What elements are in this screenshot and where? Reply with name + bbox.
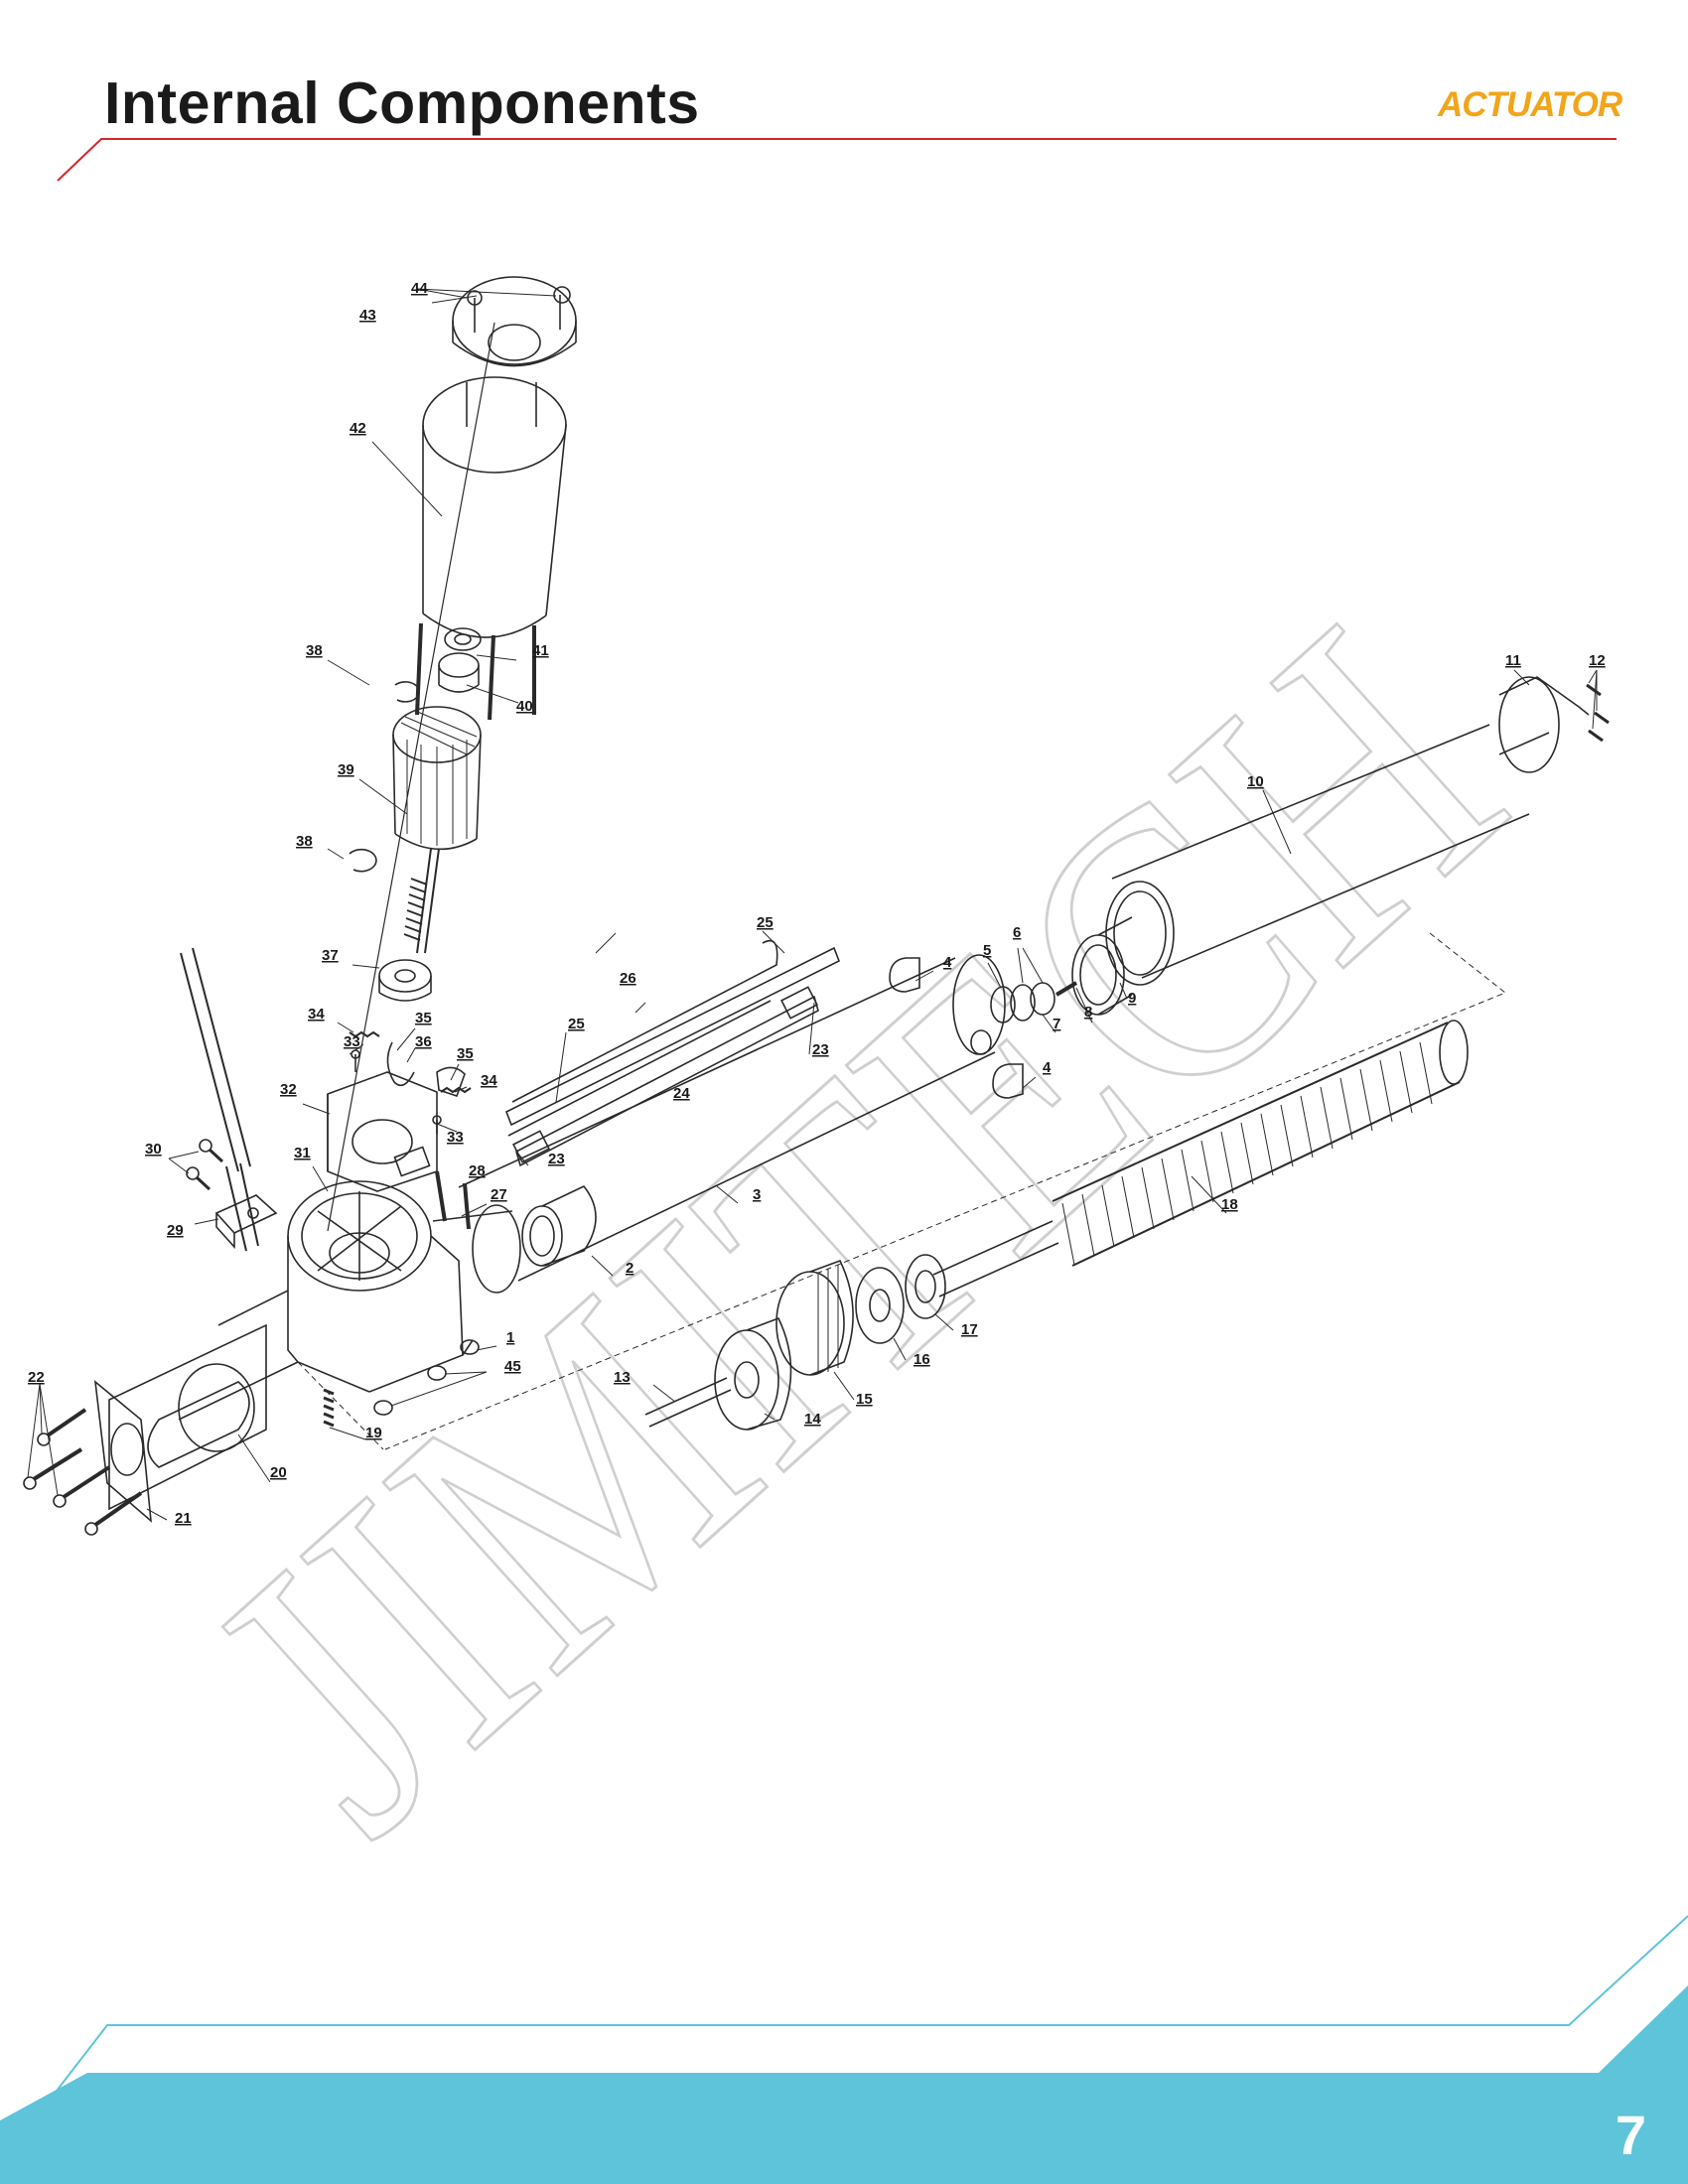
lead-screw-assembly	[644, 1020, 1469, 1431]
callout-10: 10	[1247, 773, 1264, 790]
callout-39: 39	[338, 761, 354, 778]
callout-17: 17	[961, 1321, 978, 1338]
callout-35: 35	[415, 1010, 432, 1026]
callout-18: 18	[1221, 1196, 1238, 1213]
callout-4b: 4	[1043, 1059, 1052, 1076]
callout-7: 7	[1053, 1016, 1060, 1032]
callout-38b: 38	[296, 833, 313, 850]
callout-16: 16	[914, 1351, 930, 1368]
outer-tube	[1071, 676, 1610, 1016]
callout-8: 8	[1084, 1004, 1092, 1021]
callout-36: 36	[415, 1033, 432, 1050]
callout-1: 1	[506, 1329, 514, 1346]
callout-44: 44	[411, 280, 428, 297]
callout-29: 29	[167, 1222, 184, 1239]
callout-33: 33	[344, 1033, 360, 1050]
callout-45: 45	[504, 1358, 521, 1375]
title-rule	[57, 138, 1617, 182]
callout-4: 4	[943, 954, 952, 971]
actuator-logo: ACTUATOR	[1438, 85, 1622, 124]
callout-5: 5	[983, 942, 991, 959]
limit-switch-assembly	[180, 947, 472, 1252]
callout-40: 40	[516, 698, 533, 715]
footer-band	[0, 1915, 1688, 2184]
callout-43: 43	[359, 307, 376, 324]
callout-32: 32	[280, 1081, 297, 1098]
motor-assembly	[327, 276, 577, 1232]
callout-42: 42	[350, 420, 366, 437]
callout-24: 24	[673, 1085, 690, 1102]
callout-35b: 35	[457, 1045, 474, 1062]
callout-25b: 25	[568, 1016, 585, 1032]
callout-28: 28	[469, 1162, 486, 1179]
callout-21: 21	[175, 1510, 192, 1527]
callout-23: 23	[812, 1041, 829, 1058]
callout-19: 19	[365, 1425, 382, 1441]
callouts: 44 43 42 38 41 40 39 38 37 34 35 33 36 3…	[28, 280, 1606, 1527]
callout-38: 38	[306, 642, 323, 659]
callout-6: 6	[1013, 924, 1021, 941]
assembly-guide	[297, 932, 1506, 1450]
callout-41: 41	[532, 642, 549, 659]
callout-25: 25	[757, 914, 774, 931]
callout-12: 12	[1589, 652, 1606, 669]
callout-9: 9	[1128, 990, 1136, 1007]
callout-15: 15	[856, 1391, 873, 1408]
callout-11: 11	[1505, 652, 1521, 669]
callout-14: 14	[804, 1411, 821, 1428]
callout-27: 27	[491, 1186, 507, 1203]
callout-37: 37	[322, 947, 339, 964]
page-title: Internal Components	[104, 70, 700, 136]
callout-2: 2	[626, 1260, 633, 1277]
callout-34: 34	[308, 1006, 325, 1023]
callout-34b: 34	[481, 1072, 497, 1089]
gearbox-housing	[23, 1180, 521, 1536]
page-number: 7	[1615, 2104, 1646, 2166]
callout-13: 13	[614, 1369, 631, 1386]
callout-31: 31	[294, 1145, 311, 1161]
callout-20: 20	[270, 1464, 287, 1481]
callout-26: 26	[620, 970, 636, 987]
limit-rails	[504, 939, 841, 1167]
callout-33b: 33	[447, 1129, 464, 1146]
callout-3: 3	[753, 1186, 761, 1203]
callout-22: 22	[28, 1369, 45, 1386]
inner-tube	[458, 954, 1078, 1282]
callout-23b: 23	[548, 1151, 565, 1167]
leader-lines	[27, 288, 1598, 1521]
callout-30: 30	[145, 1141, 162, 1158]
